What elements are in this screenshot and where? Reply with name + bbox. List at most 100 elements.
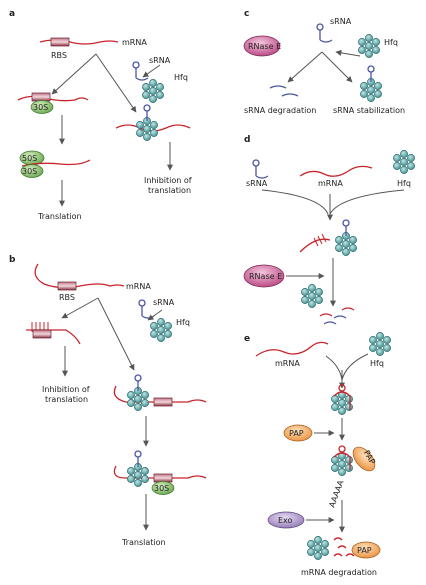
srna-label: sRNA bbox=[153, 298, 175, 307]
polya-tail-label: AAAAA bbox=[327, 479, 345, 509]
mrna-label: mRNA bbox=[318, 179, 343, 188]
base-pairing bbox=[313, 233, 327, 247]
rnase-e-label: RNase E bbox=[249, 272, 282, 281]
pap-label: PAP bbox=[357, 546, 372, 555]
mrna-strand bbox=[255, 341, 329, 357]
ribosome-30s bbox=[30, 100, 54, 114]
rbs-label: RBS bbox=[51, 51, 67, 60]
hfq-complex bbox=[358, 34, 380, 58]
panel-b: b RBS mRNA sRNA Hfq Inhibition of transl… bbox=[9, 255, 207, 547]
ribosome-30s-label: 30S bbox=[33, 103, 48, 112]
hfq-complex bbox=[393, 150, 415, 174]
hfq-label: Hfq bbox=[397, 179, 411, 188]
mrna-strand bbox=[333, 391, 351, 410]
arrow bbox=[321, 51, 353, 83]
rbs-box bbox=[57, 281, 77, 291]
arrow bbox=[329, 189, 405, 215]
inhibition-label-line2: translation bbox=[45, 395, 88, 404]
srna-hairpin bbox=[132, 61, 140, 79]
arrow bbox=[95, 53, 137, 113]
arrow bbox=[261, 189, 329, 215]
mrna-label: mRNA bbox=[275, 359, 300, 368]
srna-hairpin bbox=[316, 23, 324, 41]
arrow bbox=[97, 297, 135, 371]
arrow bbox=[287, 51, 323, 83]
rbs-box bbox=[153, 397, 173, 407]
arrow bbox=[147, 309, 163, 321]
exo-label: Exo bbox=[278, 516, 293, 525]
mrna-label: mRNA bbox=[122, 38, 147, 47]
srna-label: sRNA bbox=[330, 17, 352, 26]
panel-d: d sRNA mRNA Hfq RNase E bbox=[243, 135, 415, 325]
arrow bbox=[142, 64, 161, 78]
hfq-label: Hfq bbox=[370, 359, 384, 368]
inhibition-label-line2: translation bbox=[148, 186, 191, 195]
mrna-degradation-label: mRNA degradation bbox=[301, 568, 377, 577]
ribosome-30s-label: 30S bbox=[154, 484, 169, 493]
mrna-strand bbox=[34, 263, 125, 289]
hfq-label: Hfq bbox=[384, 38, 398, 47]
srna-strand bbox=[135, 77, 149, 81]
srna-stabilization-label: sRNA stabilization bbox=[333, 106, 405, 115]
panel-letter-a: a bbox=[9, 9, 15, 19]
arrow bbox=[51, 53, 97, 95]
mrna-hairpin bbox=[338, 384, 346, 392]
rbs-label: RBS bbox=[59, 293, 75, 302]
exo-enzyme bbox=[267, 511, 305, 529]
arrow bbox=[325, 355, 343, 381]
srna-fragment bbox=[333, 315, 347, 319]
ribosome-30s bbox=[20, 164, 44, 178]
mrna-strand bbox=[26, 329, 81, 345]
panel-letter-e: e bbox=[244, 334, 250, 344]
srna-hairpin bbox=[252, 159, 260, 177]
rbs-box bbox=[32, 329, 52, 339]
hfq-complex bbox=[150, 318, 172, 342]
srna-fragment bbox=[269, 85, 287, 89]
mrna-label: mRNA bbox=[126, 282, 151, 291]
panel-letter-c: c bbox=[244, 9, 249, 19]
mrna-fragment bbox=[333, 537, 343, 541]
pap-label: PAP bbox=[289, 429, 304, 438]
ribosome-30s bbox=[151, 481, 175, 495]
mrna-fragment bbox=[319, 313, 333, 317]
hfq-complex bbox=[369, 332, 391, 356]
pap-enzyme bbox=[283, 424, 313, 442]
mrna-strand bbox=[17, 95, 89, 102]
mrna-fragment bbox=[337, 545, 347, 549]
ribosome-30s-label: 30S bbox=[22, 167, 37, 176]
translation-label: Translation bbox=[121, 538, 166, 547]
arrow bbox=[335, 49, 361, 57]
srna-label: sRNA bbox=[246, 179, 268, 188]
rnase-e-enzyme bbox=[243, 35, 281, 57]
hfq-label: Hfq bbox=[174, 73, 188, 82]
panel-letter-b: b bbox=[9, 255, 16, 265]
panel-e: e mRNA Hfq PAP PAP AAAAA Exo PAP m bbox=[244, 332, 391, 577]
srna-degradation-label: sRNA degradation bbox=[244, 106, 316, 115]
srna-hairpin bbox=[138, 299, 146, 317]
panel-letter-d: d bbox=[244, 135, 250, 145]
mrna-fragment bbox=[341, 307, 355, 311]
arrow bbox=[61, 297, 99, 319]
rnase-e-enzyme bbox=[243, 264, 285, 288]
rbs-box bbox=[153, 473, 173, 483]
srna-fragment bbox=[323, 321, 337, 325]
hfq-complex bbox=[307, 536, 329, 560]
srna-strand bbox=[319, 39, 333, 43]
ribosome-50s-label: 50S bbox=[22, 154, 37, 163]
mrna-strand bbox=[333, 452, 351, 470]
pap-enzyme-tilted bbox=[352, 446, 376, 472]
hfq-complex bbox=[301, 284, 323, 308]
hfq-complex bbox=[142, 79, 164, 103]
rnase-e-label: RNase E bbox=[248, 42, 281, 51]
arrow bbox=[341, 353, 369, 381]
srna-label: sRNA bbox=[149, 56, 171, 65]
mrna-hairpin bbox=[338, 445, 346, 453]
pap-enzyme bbox=[351, 541, 381, 559]
hfq-label: Hfq bbox=[176, 318, 190, 327]
mrna-fragment bbox=[345, 553, 355, 557]
rbs-box bbox=[31, 92, 51, 102]
mrna-strand bbox=[299, 165, 373, 177]
translation-label: Translation bbox=[37, 212, 82, 221]
inhibition-label-line1: Inhibition of bbox=[144, 176, 192, 185]
